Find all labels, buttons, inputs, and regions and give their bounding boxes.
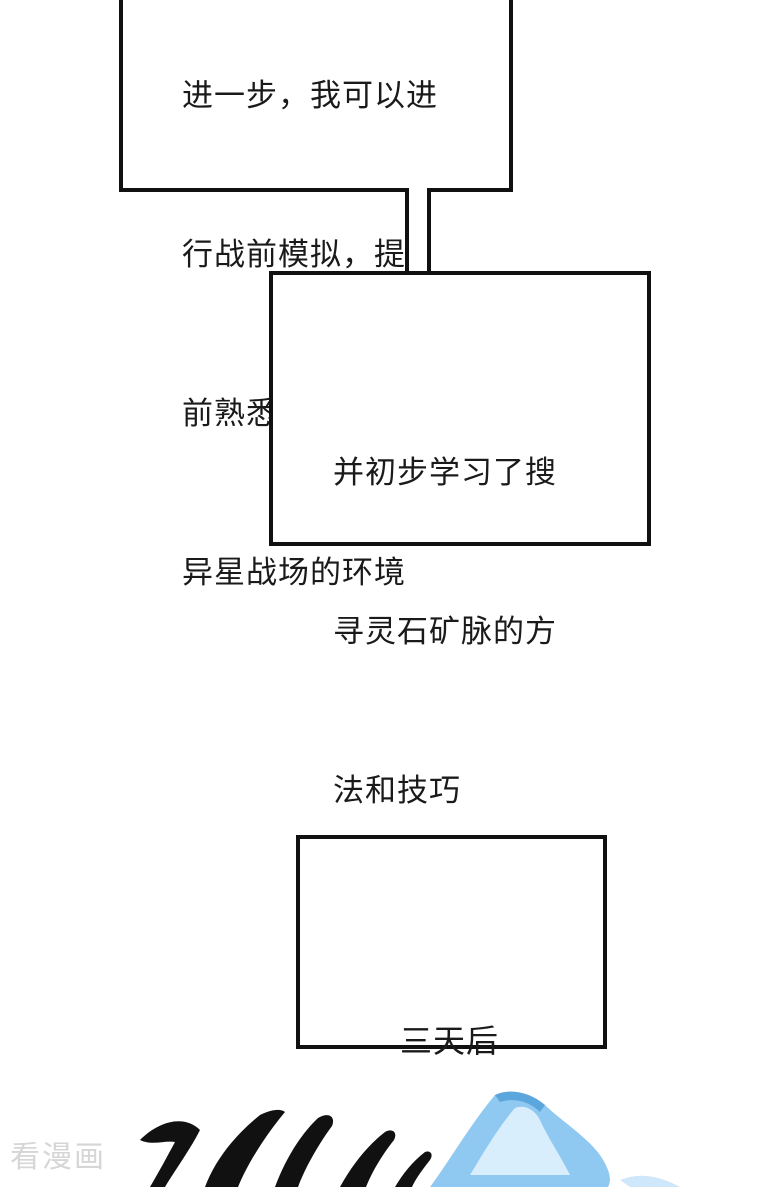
caption-line: 行战前模拟，提 <box>182 237 406 273</box>
caption-line: 异星战场的环境 <box>182 555 406 591</box>
caption-connector <box>405 188 431 276</box>
caption-box-3-text: 三天后 <box>400 909 499 1174</box>
watermark-text: 看漫画 <box>10 1140 106 1175</box>
brush-stroke <box>395 1151 432 1187</box>
brush-stroke <box>275 1115 334 1187</box>
caption-box-1: 进一步，我可以进 行战前模拟，提 前熟悉3-0451号 异星战场的环境 <box>119 0 513 591</box>
caption-line: 进一步，我可以进 <box>182 78 438 114</box>
caption-line: 并初步学习了搜 <box>333 455 557 491</box>
caption-box-3: 三天后 <box>296 835 607 1060</box>
brush-stroke <box>140 1121 200 1187</box>
caption-line: 寻灵石矿脉的方 <box>333 614 557 650</box>
bottom-artwork <box>140 1091 680 1187</box>
brush-stroke <box>340 1130 396 1187</box>
caption-line: 法和技巧 <box>333 773 461 809</box>
caption-box-2-text: 并初步学习了搜 寻灵石矿脉的方 法和技巧 <box>333 341 557 924</box>
ice-edge <box>495 1091 545 1112</box>
caption-box-2: 并初步学习了搜 寻灵石矿脉的方 法和技巧 <box>269 271 651 809</box>
caption-line: 三天后 <box>400 1022 500 1060</box>
ice-fragment <box>620 1175 680 1187</box>
brush-stroke <box>205 1109 285 1187</box>
ice-highlight <box>470 1106 570 1175</box>
